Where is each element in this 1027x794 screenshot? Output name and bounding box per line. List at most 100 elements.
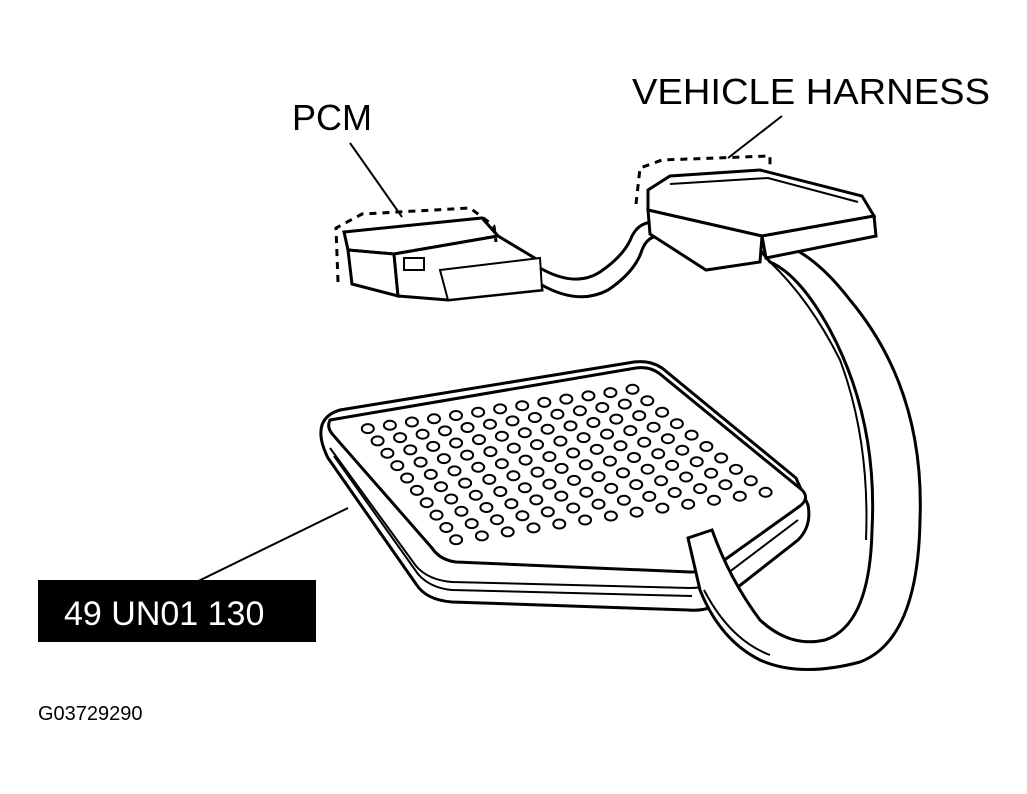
- jack-hole: [500, 526, 515, 538]
- pcm-leader-line: [349, 142, 403, 218]
- jack-hole: [554, 490, 569, 502]
- jack-hole: [403, 444, 418, 456]
- harness-leader-line: [727, 115, 783, 159]
- jack-hole: [409, 484, 424, 496]
- jack-hole: [595, 402, 610, 413]
- jack-hole: [655, 406, 670, 418]
- tool-number-tag-background: [38, 580, 316, 642]
- jack-hole: [704, 467, 719, 479]
- jack-hole: [493, 403, 508, 415]
- jack-hole: [552, 518, 567, 530]
- breakout-box: [319, 360, 811, 612]
- jack-hole: [603, 387, 618, 399]
- jack-hole: [447, 465, 462, 477]
- jack-hole: [426, 440, 441, 452]
- ribbon-cable-band: [686, 238, 922, 672]
- jack-hole: [380, 447, 395, 459]
- jack-hole: [693, 483, 708, 495]
- jack-hole: [665, 459, 680, 471]
- jack-hole: [729, 463, 743, 475]
- jack-hole: [542, 451, 557, 463]
- jack-hole: [566, 502, 581, 514]
- jack-hole: [482, 473, 497, 485]
- jack-hole: [449, 534, 464, 546]
- leader-lines: [179, 115, 783, 591]
- jack-hole: [506, 442, 521, 454]
- jack-hole: [423, 468, 438, 480]
- pcm-connector-tab: [403, 257, 425, 271]
- jack-hole: [640, 395, 655, 407]
- jack-hole: [655, 502, 670, 514]
- jack-hole: [602, 455, 617, 467]
- jack-hole: [472, 434, 486, 446]
- jack-hole: [632, 410, 647, 422]
- jack-hole: [591, 498, 606, 510]
- jack-hole: [579, 486, 594, 498]
- jack-hole: [651, 448, 666, 460]
- ribbon-cable-edge: [769, 261, 868, 541]
- jack-hole: [681, 498, 696, 510]
- jack-hole: [474, 530, 489, 542]
- jack-hole-grid: [360, 383, 773, 546]
- jack-hole: [464, 518, 479, 530]
- jack-hole: [460, 449, 475, 461]
- jack-hole: [758, 486, 773, 498]
- jack-hole: [390, 460, 405, 472]
- jack-hole: [360, 423, 375, 435]
- harness-connector-side-face: [760, 214, 878, 260]
- jack-hole: [563, 420, 578, 432]
- harness-connector-ridge: [669, 176, 859, 203]
- jack-hole: [627, 452, 641, 463]
- round-wire-upper: [539, 220, 661, 281]
- jack-hole: [604, 482, 619, 494]
- pcm-label: PCM: [292, 97, 372, 138]
- jack-hole: [684, 429, 699, 441]
- jack-hole: [640, 463, 655, 475]
- jack-hole: [679, 471, 694, 483]
- jack-hole: [494, 458, 509, 470]
- jack-hole: [517, 427, 532, 439]
- jack-hole: [586, 417, 601, 428]
- jack-hole: [483, 446, 498, 458]
- jack-hole: [413, 456, 428, 468]
- jack-hole: [370, 435, 385, 447]
- jack-hole: [578, 514, 593, 526]
- jack-hole: [444, 493, 459, 505]
- jack-hole: [589, 443, 604, 455]
- ribbon-cable-lower-edge: [703, 589, 771, 656]
- jack-hole: [542, 478, 557, 490]
- jack-hole: [460, 422, 475, 433]
- jack-hole: [429, 509, 444, 521]
- jack-hole: [591, 471, 606, 483]
- jack-hole: [517, 482, 532, 494]
- vehicle-harness-connector: [634, 154, 878, 272]
- jack-hole: [566, 447, 581, 459]
- jack-hole: [625, 383, 640, 395]
- jack-hole: [707, 494, 721, 506]
- jack-hole: [714, 452, 729, 464]
- jack-hole: [616, 494, 631, 506]
- jack-hole: [404, 416, 419, 428]
- jack-hole: [578, 459, 593, 471]
- jack-hole: [554, 462, 569, 474]
- figure-id-label: G03729290: [38, 703, 143, 725]
- jack-hole: [623, 425, 638, 437]
- jack-hole: [629, 506, 644, 518]
- jack-hole: [518, 454, 533, 466]
- jack-hole: [642, 490, 657, 502]
- jack-hole: [699, 441, 714, 452]
- jack-hole: [743, 475, 758, 487]
- jack-hole: [613, 440, 628, 452]
- jack-hole: [616, 467, 630, 479]
- jack-hole: [689, 456, 704, 468]
- jack-hole: [646, 421, 661, 433]
- jack-hole: [667, 487, 682, 498]
- round-wire-lower: [539, 234, 665, 299]
- round-wire: [539, 220, 665, 299]
- jack-hole: [400, 472, 415, 484]
- jack-hole: [559, 393, 574, 405]
- jack-hole: [609, 413, 624, 425]
- jack-hole: [553, 435, 568, 447]
- vehicle-harness-label: VEHICLE HARNESS: [632, 71, 990, 112]
- jack-hole: [434, 481, 448, 493]
